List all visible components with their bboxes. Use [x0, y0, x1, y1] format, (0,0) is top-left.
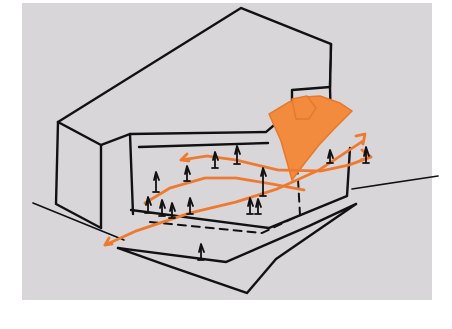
right-top-edge [330, 44, 331, 87]
paper-background [22, 3, 432, 300]
